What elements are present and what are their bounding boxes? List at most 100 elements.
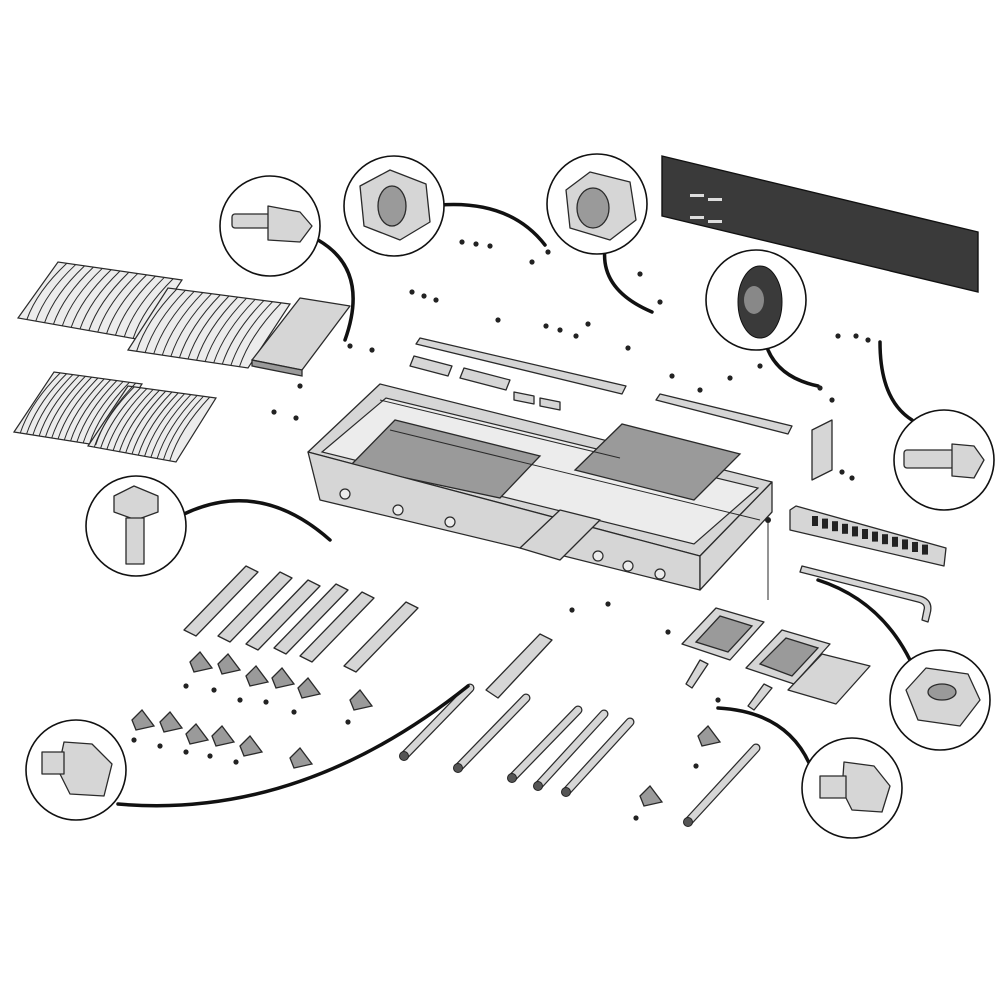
grid-rib bbox=[170, 293, 212, 357]
fastener bbox=[345, 719, 351, 725]
grid-rib bbox=[150, 394, 192, 458]
fastener bbox=[569, 607, 575, 613]
grid-rib bbox=[35, 264, 77, 322]
clip bbox=[189, 651, 214, 673]
grid-rib bbox=[125, 390, 167, 454]
fastener bbox=[817, 385, 823, 391]
fastener bbox=[131, 737, 137, 743]
valve-icon bbox=[892, 536, 898, 547]
callout-hex-head-screw bbox=[85, 475, 187, 577]
valve-icon bbox=[912, 542, 918, 552]
fastener bbox=[157, 743, 163, 749]
grid-rib bbox=[131, 391, 173, 455]
side-burner-plate bbox=[787, 653, 871, 705]
fastener bbox=[433, 297, 439, 303]
clip bbox=[217, 653, 242, 675]
grid-rib bbox=[76, 380, 118, 443]
fastener bbox=[183, 749, 189, 755]
leader-3 bbox=[602, 246, 654, 314]
grid-rib bbox=[221, 300, 265, 365]
callout-phillips-hex-screw-1 bbox=[25, 719, 127, 821]
flame-tamer bbox=[183, 565, 259, 637]
fastener bbox=[693, 763, 699, 769]
flame-tamers bbox=[183, 565, 419, 673]
grid-rib bbox=[187, 295, 230, 360]
fastener bbox=[233, 759, 239, 765]
grid-rib bbox=[52, 266, 94, 325]
fastener bbox=[637, 271, 643, 277]
fastener bbox=[293, 415, 299, 421]
valve-icon bbox=[822, 518, 828, 529]
fastener bbox=[633, 815, 639, 821]
grid-rib bbox=[106, 388, 148, 450]
leader-8 bbox=[816, 578, 912, 662]
fastener bbox=[207, 753, 213, 759]
fastener bbox=[211, 687, 217, 693]
cooking-grid-top-right bbox=[126, 287, 292, 369]
flame-tamer bbox=[273, 583, 349, 655]
fastener bbox=[849, 475, 855, 481]
grid-rib bbox=[137, 392, 179, 456]
grid-rib bbox=[63, 378, 105, 441]
leader-5 bbox=[878, 340, 914, 422]
grid-rib bbox=[88, 271, 130, 331]
fastener bbox=[543, 323, 549, 329]
callout-rubber-spacer bbox=[705, 249, 807, 351]
clip bbox=[639, 785, 664, 807]
callout-hex-nut bbox=[889, 649, 991, 751]
rear-rail bbox=[655, 393, 793, 435]
flame-tamer bbox=[217, 571, 293, 643]
grid-rib bbox=[132, 278, 174, 339]
fastener bbox=[715, 697, 721, 703]
side-bracket bbox=[811, 419, 833, 481]
grid-rib bbox=[44, 375, 86, 438]
leader-6 bbox=[182, 499, 332, 542]
valve-icon bbox=[832, 521, 838, 532]
fastener bbox=[625, 345, 631, 351]
clip bbox=[289, 747, 314, 769]
grid-rib bbox=[123, 277, 165, 338]
grid-rib bbox=[114, 275, 156, 336]
rail-bracket-1 bbox=[409, 355, 453, 377]
clip bbox=[271, 667, 296, 689]
grid-rib bbox=[144, 393, 185, 457]
fastener bbox=[865, 337, 871, 343]
grid-rib bbox=[70, 379, 111, 442]
burner-tubes bbox=[399, 683, 761, 827]
flame-tamer bbox=[343, 601, 419, 673]
valve-icon bbox=[862, 529, 868, 539]
fastener bbox=[291, 709, 297, 715]
fastener bbox=[263, 699, 269, 705]
rear-heat-panel bbox=[661, 155, 979, 293]
fastener bbox=[657, 299, 663, 305]
rail-bracket-2 bbox=[459, 367, 511, 391]
fastener bbox=[585, 321, 591, 327]
fastener bbox=[529, 259, 535, 265]
valve-icon bbox=[902, 539, 908, 550]
callout-serrated-nut-2 bbox=[546, 153, 648, 255]
leader-1 bbox=[316, 238, 355, 342]
grid-rib bbox=[26, 373, 67, 435]
clip bbox=[697, 725, 722, 747]
fastener bbox=[369, 347, 375, 353]
valve-icon bbox=[852, 526, 858, 537]
clip bbox=[131, 709, 156, 731]
grid-rib bbox=[161, 292, 204, 356]
clip bbox=[211, 725, 236, 747]
side-burner-right bbox=[745, 629, 831, 711]
grid-rib bbox=[97, 273, 139, 333]
grid-rib bbox=[19, 372, 61, 434]
grid-rib bbox=[238, 302, 282, 367]
fastener bbox=[297, 383, 303, 389]
callout-self-drilling-screw bbox=[219, 175, 321, 277]
grid-rib bbox=[61, 268, 103, 327]
burner-clips bbox=[131, 651, 722, 807]
cooking-grid-ribs bbox=[19, 262, 282, 462]
grid-rib bbox=[79, 270, 121, 330]
flame-tamer bbox=[245, 579, 321, 651]
grid-rib bbox=[156, 395, 198, 459]
rail-bracket-4 bbox=[539, 397, 561, 411]
callout-serrated-nut-1 bbox=[343, 155, 445, 257]
fastener bbox=[557, 327, 563, 333]
fasteners bbox=[131, 239, 871, 821]
